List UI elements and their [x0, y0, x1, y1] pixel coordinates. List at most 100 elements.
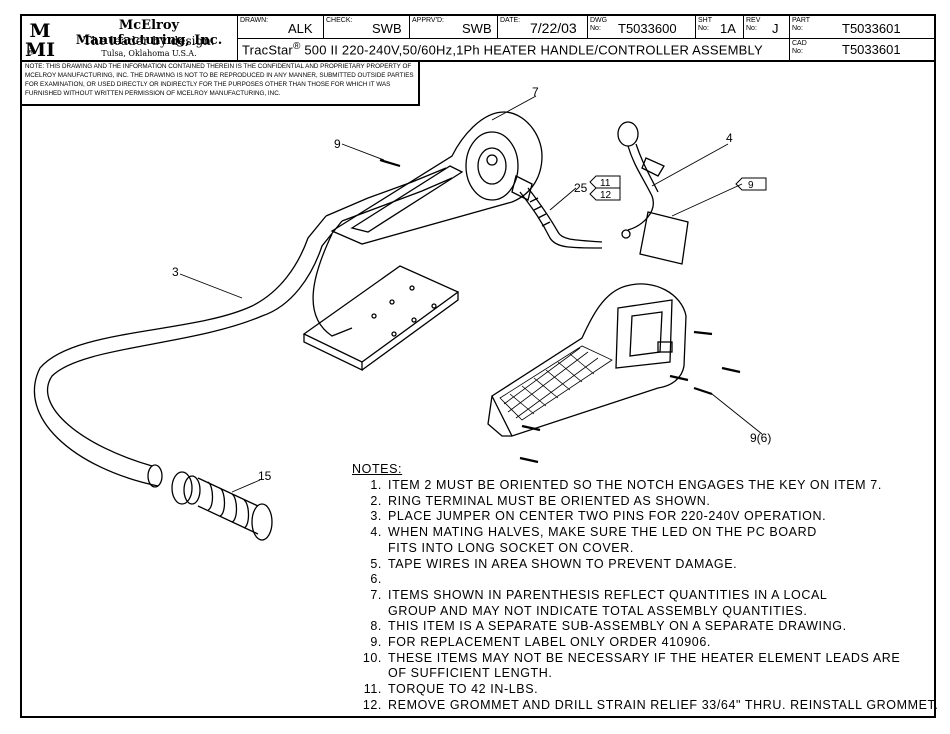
- leader-lines: [179, 95, 763, 493]
- drawn-label: DRAWN:: [240, 17, 269, 24]
- screws: [379, 158, 741, 464]
- desc-brand: TracStar: [242, 42, 293, 58]
- callout-4: 4: [726, 131, 733, 145]
- handle-tube: [33, 167, 453, 488]
- note-number: 6.: [370, 572, 382, 587]
- note-text: FOR REPLACEMENT LABEL ONLY ORDER 410906.: [388, 635, 711, 650]
- note-number: 1.: [370, 478, 382, 492]
- note-text: TORQUE TO 42 IN-LBS.: [388, 682, 539, 697]
- svg-text:MI: MI: [25, 39, 55, 58]
- check-cell: CHECK: SWB: [324, 16, 410, 38]
- callout-3: 3: [172, 265, 179, 279]
- note-text: THESE ITEMS MAY NOT BE NECESSARY IF THE …: [388, 650, 901, 665]
- cad-value: T5033601: [842, 42, 901, 57]
- date-label: DATE:: [500, 17, 521, 24]
- dwg-value: T5033600: [618, 21, 677, 36]
- note-number: 7.: [370, 587, 382, 602]
- note-item: 5. TAPE WIRES IN AREA SHOWN TO PREVENT DA…: [352, 557, 922, 573]
- callout-9-6: 9(6): [750, 431, 771, 445]
- callout-11: 11: [600, 178, 611, 189]
- note-number: 2.: [370, 493, 382, 508]
- end-grip: [171, 471, 273, 541]
- note-text: ITEMS SHOWN IN PARENTHESIS REFLECT QUANT…: [388, 587, 828, 602]
- apprvd-value: SWB: [462, 21, 492, 36]
- note-item: GROUP AND MAY NOT INDICATE TOTAL ASSEMBL…: [352, 604, 922, 620]
- title-row-1: DRAWN: ALK CHECK: SWB APPRV'D: SWB DATE:…: [238, 16, 934, 39]
- rev-value: J: [772, 21, 779, 36]
- notes-title: NOTES:: [352, 462, 403, 476]
- note-item: FITS INTO LONG SOCKET ON COVER.: [352, 541, 922, 557]
- company-tagline: The leader by design.: [83, 34, 215, 48]
- mmi-logo-mark: M MI: [24, 18, 56, 61]
- rev-label: REV: [746, 17, 761, 24]
- notes-list: 1. ITEM 2 MUST BE ORIENTED SO THE NOTCH E…: [352, 478, 938, 714]
- assembly-description: TracStar® 500 II 220-240V,50/60Hz,1Ph HE…: [242, 41, 763, 57]
- registered-mark: ®: [26, 48, 35, 58]
- note-item: 7. ITEMS SHOWN IN PARENTHESIS REFLECT QUA…: [352, 588, 922, 604]
- note-item: 9. FOR REPLACEMENT LABEL ONLY ORDER 41090…: [352, 635, 922, 651]
- drawn-value: ALK: [288, 21, 313, 36]
- note-item: 4.WHEN MATING HALVES, MAKE SURE THE LED …: [352, 525, 922, 541]
- dwg-label: DWG: [590, 17, 608, 24]
- date-cell: DATE: 7/22/03: [498, 16, 588, 38]
- callout-12: 12: [600, 190, 612, 201]
- note-number: [352, 604, 388, 620]
- title-block: M MI McElroy Manufacturing, Inc. The lea…: [22, 16, 934, 62]
- exploded-assembly-drawing: 9 7 25 4 3 15 9(6) 11 12 9: [33, 85, 771, 541]
- power-cord: [519, 187, 603, 249]
- note-item: 12.REMOVE GROMMET AND DRILL STRAIN RELIE…: [352, 698, 938, 714]
- note-text: WHEN MATING HALVES, MAKE SURE THE LED ON…: [388, 525, 817, 540]
- rev-label-no: No:: [746, 25, 757, 32]
- notes-block: NOTES: 1. ITEM 2 MUST BE ORIENTED SO THE …: [352, 462, 938, 714]
- desc-registered: ®: [292, 41, 301, 52]
- note-text: OF SUFFICIENT LENGTH.: [388, 666, 553, 681]
- note-flags: [589, 175, 767, 201]
- note-item: 10. THESE ITEMS MAY NOT BE NECESSARY IF T…: [352, 651, 922, 667]
- mmi-logo: M MI: [24, 18, 56, 61]
- cad-cell: CAD No: T5033601: [790, 39, 934, 60]
- note-text: RING TERMINAL MUST BE ORIENTED AS SHOWN.: [388, 493, 711, 508]
- drawn-cell: DRAWN: ALK: [238, 16, 324, 38]
- note-number: 9.: [370, 635, 382, 650]
- note-text: REMOVE GROMMET AND DRILL STRAIN RELIEF 3…: [388, 697, 939, 712]
- note-number: [352, 666, 388, 682]
- dwg-cell: DWG No: T5033600: [588, 16, 696, 38]
- title-row-2: TracStar® 500 II 220-240V,50/60Hz,1Ph HE…: [238, 39, 934, 60]
- callout-7: 7: [532, 85, 539, 99]
- note-item: 1. ITEM 2 MUST BE ORIENTED SO THE NOTCH E…: [352, 478, 922, 494]
- desc-text: 500 II 220-240V,50/60Hz,1Ph HEATER HANDL…: [300, 42, 763, 58]
- apprvd-label: APPRV'D:: [412, 17, 444, 24]
- note-text: TAPE WIRES IN AREA SHOWN TO PREVENT DAMA…: [388, 556, 738, 571]
- callout-15: 15: [258, 469, 272, 483]
- callout-9-flag: 9: [748, 180, 754, 191]
- apprvd-cell: APPRV'D: SWB: [410, 16, 498, 38]
- confidentiality-notice: NOTE: THIS DRAWING AND THE INFORMATION C…: [22, 60, 420, 106]
- part-label: PART: [792, 17, 811, 24]
- controller-housing-bottom: [487, 283, 687, 437]
- company-name: McElroy Manufacturing, Inc.: [75, 18, 223, 48]
- cad-label-no: No:: [792, 48, 803, 55]
- replacement-label: [639, 211, 689, 265]
- part-cell: PART No: T5033601: [790, 16, 934, 38]
- note-text: ITEM 2 MUST BE ORIENTED SO THE NOTCH ENG…: [388, 478, 882, 492]
- note-text: PLACE JUMPER ON CENTER TWO PINS FOR 220-…: [388, 509, 827, 524]
- mounting-plate: [302, 265, 460, 372]
- callout-25: 25: [574, 181, 588, 195]
- wire-ring-terminal: [617, 121, 665, 239]
- company-block: McElroy Manufacturing, Inc. The leader b…: [26, 16, 238, 60]
- description-cell: TracStar® 500 II 220-240V,50/60Hz,1Ph HE…: [238, 39, 790, 60]
- note-text: GROUP AND MAY NOT INDICATE TOTAL ASSEMBL…: [388, 603, 808, 618]
- note-number: 5.: [370, 556, 382, 571]
- note-item: 8.THIS ITEM IS A SEPARATE SUB-ASSEMBLY O…: [352, 619, 922, 635]
- note-item: OF SUFFICIENT LENGTH.: [352, 666, 922, 682]
- knurled-grip: [499, 345, 613, 421]
- note-text: FITS INTO LONG SOCKET ON COVER.: [388, 540, 634, 555]
- note-number: 11.: [363, 682, 382, 697]
- note-item: 3.PLACE JUMPER ON CENTER TWO PINS FOR 22…: [352, 509, 922, 525]
- svg-text:M: M: [29, 20, 50, 42]
- sht-value: 1A: [720, 21, 736, 36]
- note-number: [352, 541, 388, 557]
- note-number: 10.: [362, 650, 382, 665]
- note-item: 6.: [352, 572, 922, 588]
- note-text: THIS ITEM IS A SEPARATE SUB-ASSEMBLY ON …: [388, 619, 847, 634]
